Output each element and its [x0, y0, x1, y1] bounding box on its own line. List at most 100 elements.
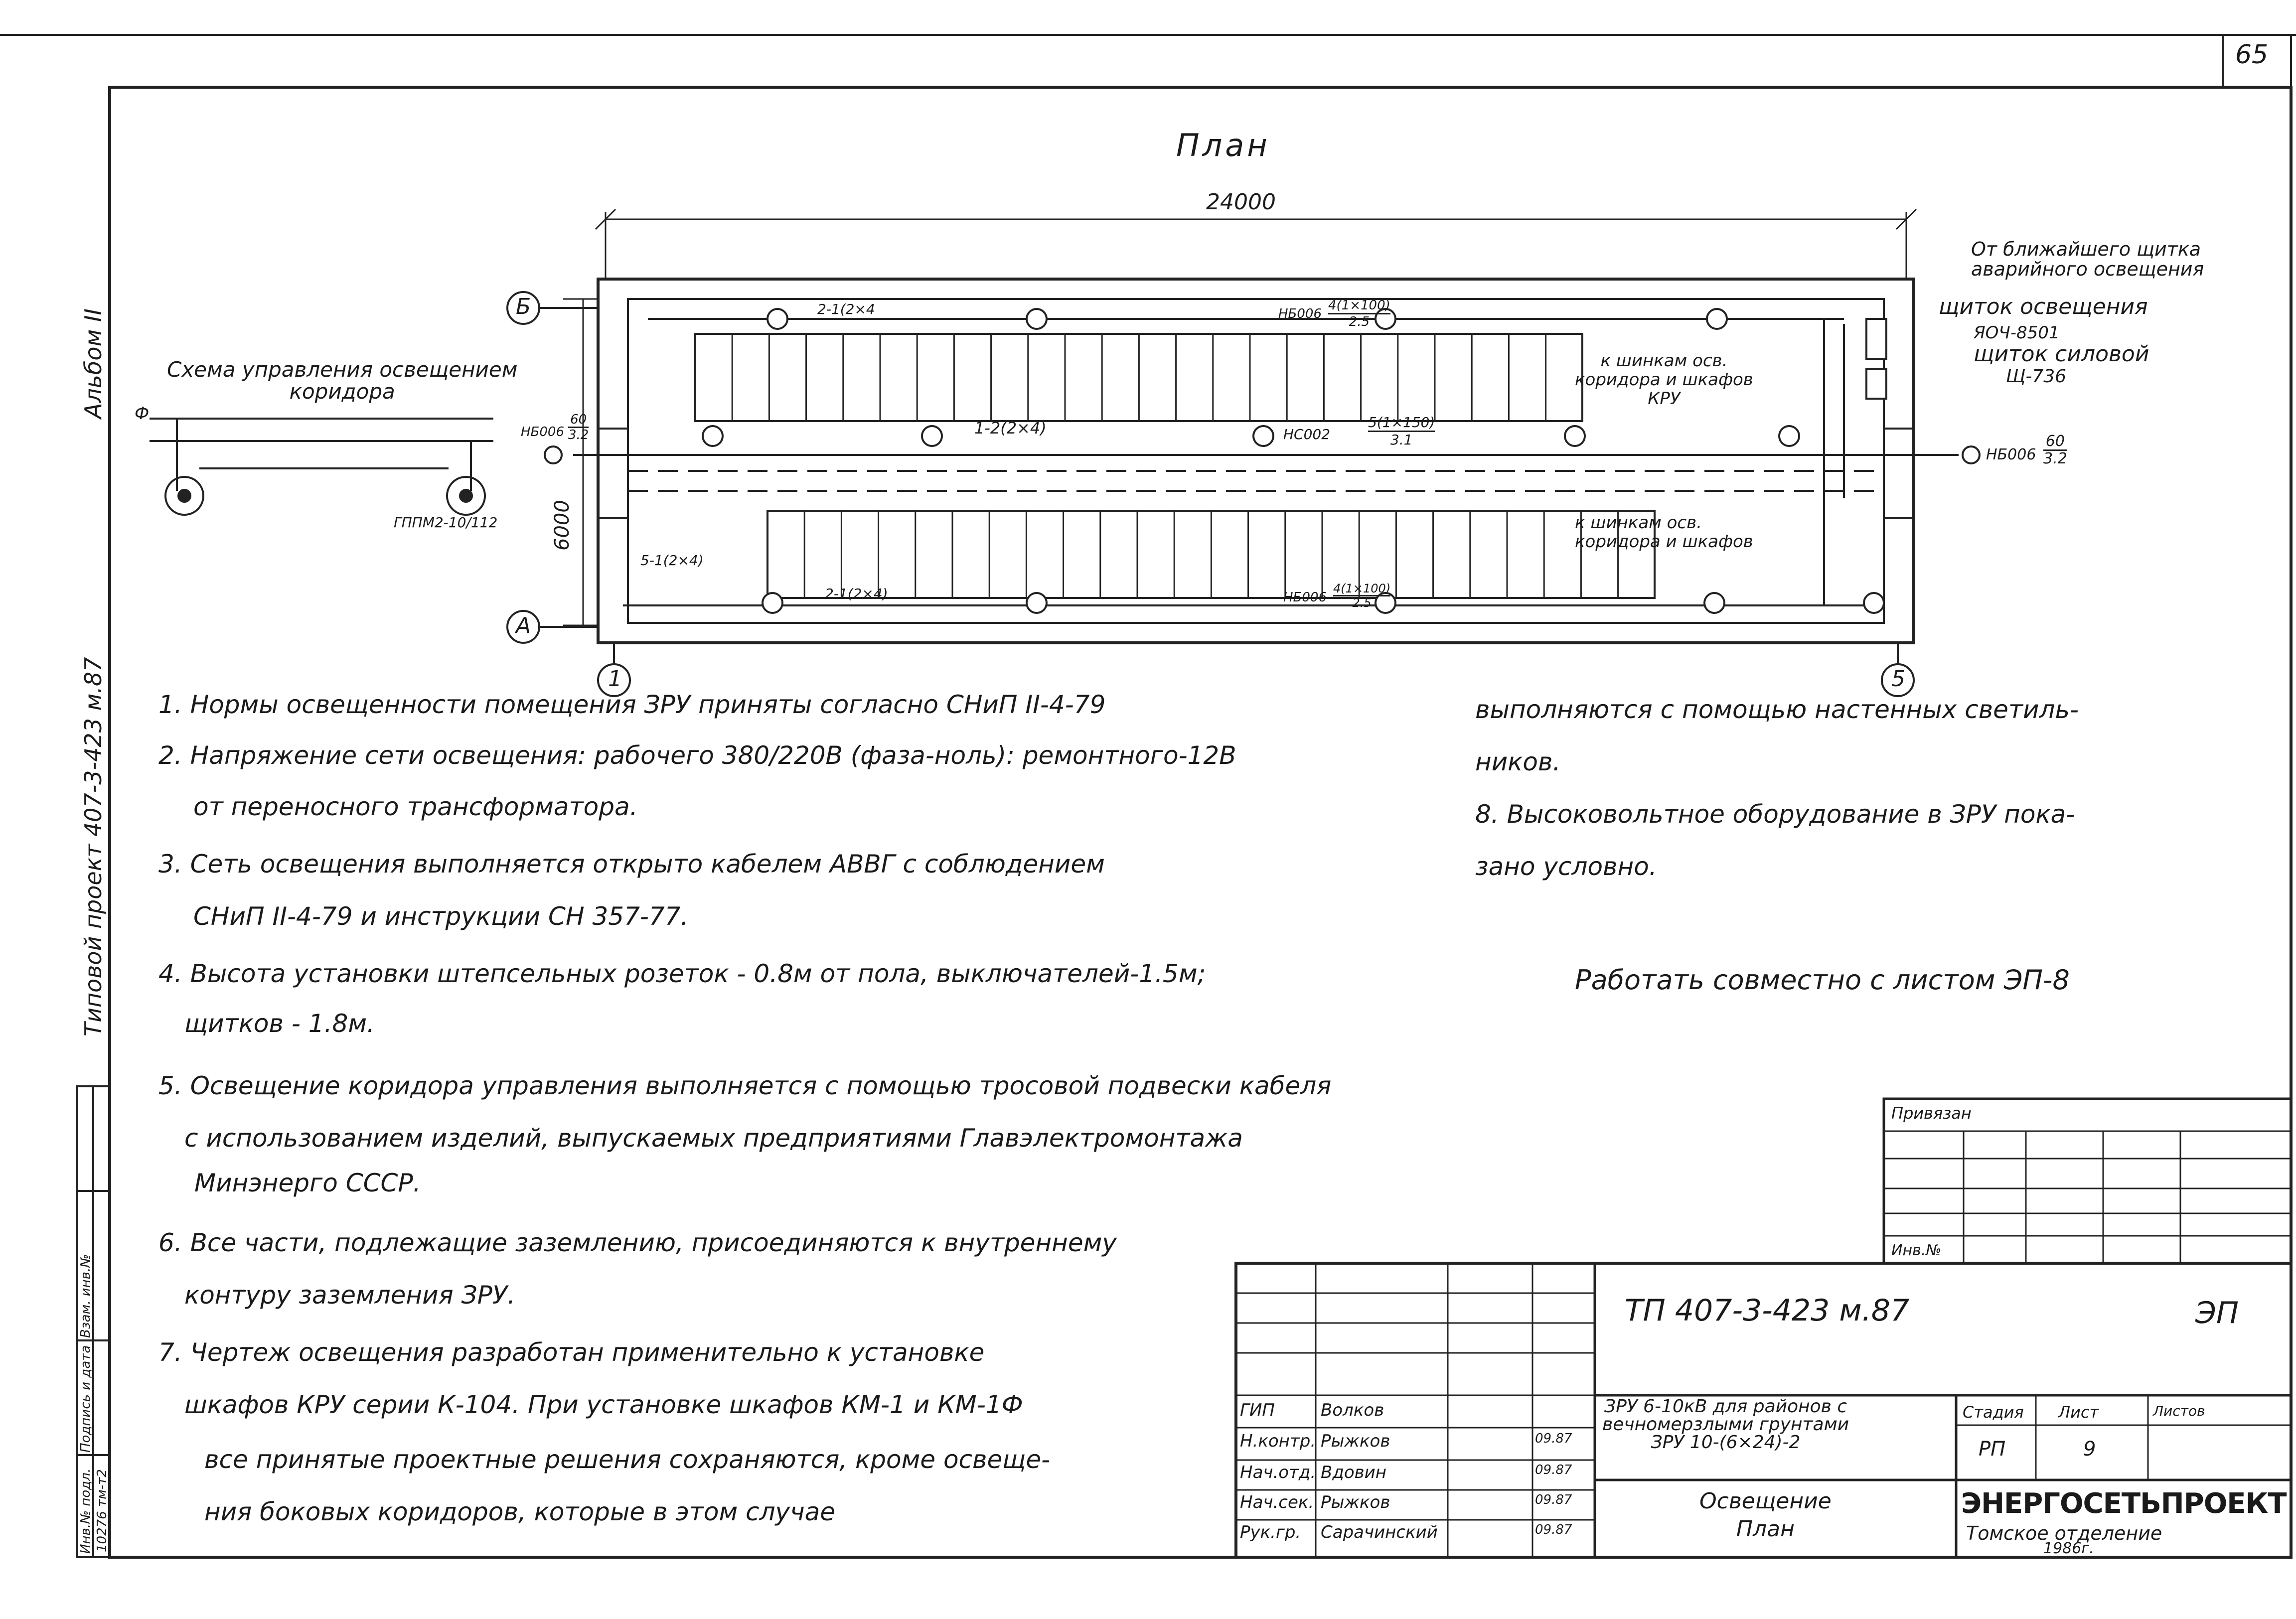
note-line: зано условно.	[1475, 852, 1657, 881]
tb-year: 1986г.	[2043, 1540, 2094, 1557]
luminaire	[1026, 308, 1048, 330]
tb-section: ЭП	[2195, 1296, 2239, 1330]
panel-lighting-code: ЯОЧ-8501	[1974, 323, 2060, 343]
luminaire	[1703, 592, 1725, 614]
note-line: выполняются с помощью настенных светиль-	[1475, 695, 2079, 724]
margin-inv-number: 10276 тм-т2	[95, 1469, 110, 1552]
building-plan	[597, 278, 1915, 644]
axis-label-1: 1	[608, 666, 622, 692]
lamp-code-left: НБ006	[521, 425, 565, 440]
luminaire	[1252, 425, 1274, 447]
luminaire	[762, 592, 783, 614]
cable-label-top-left: 2-1(2×4	[817, 301, 875, 317]
busbar-note-top: к шинкам осв. коридора и шкафов КРУ	[1575, 351, 1753, 409]
luminaire	[1706, 308, 1728, 330]
luminaire	[921, 425, 943, 447]
cable-label-51: 5-1(2×4)	[640, 552, 704, 569]
tb-person-date: 09.87	[1535, 1431, 1572, 1446]
tb-person-date: 09.87	[1535, 1492, 1572, 1507]
margin-album: Альбом II	[80, 308, 107, 419]
drawing-title: План	[1176, 127, 1270, 163]
note-line: 3. Сеть освещения выполняется открыто ка…	[158, 850, 1105, 879]
lamp-code-top: НБ006	[1278, 306, 1322, 321]
page-number: 65	[2235, 40, 2269, 70]
note-line: Минэнерго СССР.	[194, 1169, 421, 1197]
lamp-frac-top: 4(1×100)2.5	[1328, 298, 1390, 329]
luminaire	[766, 308, 788, 330]
tb-person-role: Н.контр.	[1240, 1431, 1316, 1451]
tb-person-name: Рыжков	[1321, 1431, 1390, 1451]
dimension-length	[595, 208, 1917, 279]
margin-vzam: Взам. инв.№	[78, 1254, 93, 1338]
tb-privyazan: Привязан	[1891, 1104, 1972, 1123]
tb-sheet: 9	[2083, 1438, 2096, 1461]
title-block	[1234, 1097, 2293, 1559]
tb-person-name: Вдовин	[1321, 1463, 1386, 1482]
axis-label-a: А	[516, 613, 531, 638]
lamp-frac-bottom: 4(1×100)2.5	[1333, 582, 1391, 610]
corridor-cable	[573, 318, 1959, 606]
lamp-code-right: НБ006	[1986, 446, 2036, 463]
tb-person-name: Сарачинский	[1321, 1522, 1438, 1542]
note-line: 2. Напряжение сети освещения: рабочего 3…	[158, 741, 1236, 770]
note-line: контуру заземления ЗРУ.	[184, 1281, 516, 1310]
dimension-width-label: 6000	[551, 500, 574, 551]
panel-lighting-label: щиток освещения	[1939, 294, 2148, 319]
lamp-code-bottom: НБ006	[1283, 590, 1327, 605]
tb-person-role: Нач.сек.	[1240, 1492, 1314, 1512]
tb-stage-hdr: Стадия	[1963, 1403, 2024, 1422]
note-together: Работать совместно с листом ЭП-8	[1575, 964, 2070, 996]
note-line: от переносного трансформатора.	[193, 792, 638, 821]
note-line: ния боковых коридоров, которые в этом сл…	[204, 1497, 836, 1526]
dimension-length-label: 24000	[1206, 189, 1276, 215]
luminaire	[1375, 592, 1396, 614]
note-line: все принятые проектные решения сохраняют…	[204, 1445, 1051, 1474]
note-line: СНиП II-4-79 и инструкции СН 357-77.	[193, 902, 689, 931]
lamp-end-left	[544, 445, 563, 464]
tb-sheet-hdr: Лист	[2058, 1403, 2099, 1422]
note-line: с использованием изделий, выпускаемых пр…	[184, 1124, 1243, 1153]
emergency-note: От ближайшего щитка аварийного освещения	[1971, 238, 2204, 280]
lamp-code-mid: НС002	[1283, 426, 1331, 442]
luminaire	[1778, 425, 1800, 447]
tb-person-role: Рук.гр.	[1240, 1522, 1301, 1542]
tb-stage: РП	[1979, 1438, 2006, 1461]
note-line: щитков - 1.8м.	[184, 1009, 375, 1038]
note-line: 1. Нормы освещенности помещения ЗРУ прин…	[158, 690, 1106, 719]
tb-code: ТП 407-3-423 м.87	[1625, 1293, 1910, 1328]
lamp-end-right	[1962, 445, 1981, 464]
note-line: шкафов КРУ серии К-104. При установке шк…	[184, 1390, 1023, 1419]
tb-person-name: Рыжков	[1321, 1492, 1390, 1512]
cable-label-mid: 1-2(2×4)	[974, 419, 1047, 438]
luminaires	[702, 308, 1885, 614]
busbar-note-bottom: к шинкам осв. коридора и шкафов	[1575, 513, 1753, 552]
note-line: 4. Высота установки штепсельных розеток …	[158, 959, 1206, 988]
tb-person-date: 09.87	[1535, 1522, 1572, 1537]
scheme-title: Схема управления освещением коридора	[167, 357, 518, 404]
axis-label-b: Б	[516, 294, 531, 319]
axis-label-5: 5	[1891, 666, 1905, 692]
scheme-phase-label: Ф	[135, 404, 150, 424]
sheet-frame	[0, 34, 2296, 1559]
panel-lighting	[1865, 318, 1887, 400]
luminaire	[1564, 425, 1586, 447]
tb-object: ЗРУ 6-10кВ для районов с вечномерзлыми г…	[1602, 1396, 1849, 1453]
cable-label-bottom: 2-1(2×4)	[825, 586, 888, 602]
left-margin-stamp	[76, 1085, 111, 1558]
note-line: ников.	[1475, 747, 1561, 776]
tb-org-branch: Томское отделение	[1966, 1522, 2162, 1544]
scheme-lamp-code: ГППМ2-10/112	[394, 514, 498, 531]
control-scheme	[150, 418, 493, 516]
panel-power-label: щиток силовой	[1974, 341, 2149, 367]
dimension-width	[563, 298, 598, 626]
margin-inv-podl: Инв.№ подл.	[78, 1468, 93, 1554]
note-line: 5. Освещение коридора управления выполня…	[158, 1071, 1332, 1100]
lamp-frac-mid: 5(1×150)3.1	[1368, 414, 1435, 448]
tb-org: ЭНЕРГОСЕТЬПРОЕКТ	[1961, 1487, 2287, 1520]
tb-sheet-title: Освещение План	[1699, 1488, 1832, 1542]
tb-person-name: Волков	[1321, 1400, 1384, 1420]
margin-project: Типовой проект 407-3-423 м.87	[80, 657, 107, 1036]
